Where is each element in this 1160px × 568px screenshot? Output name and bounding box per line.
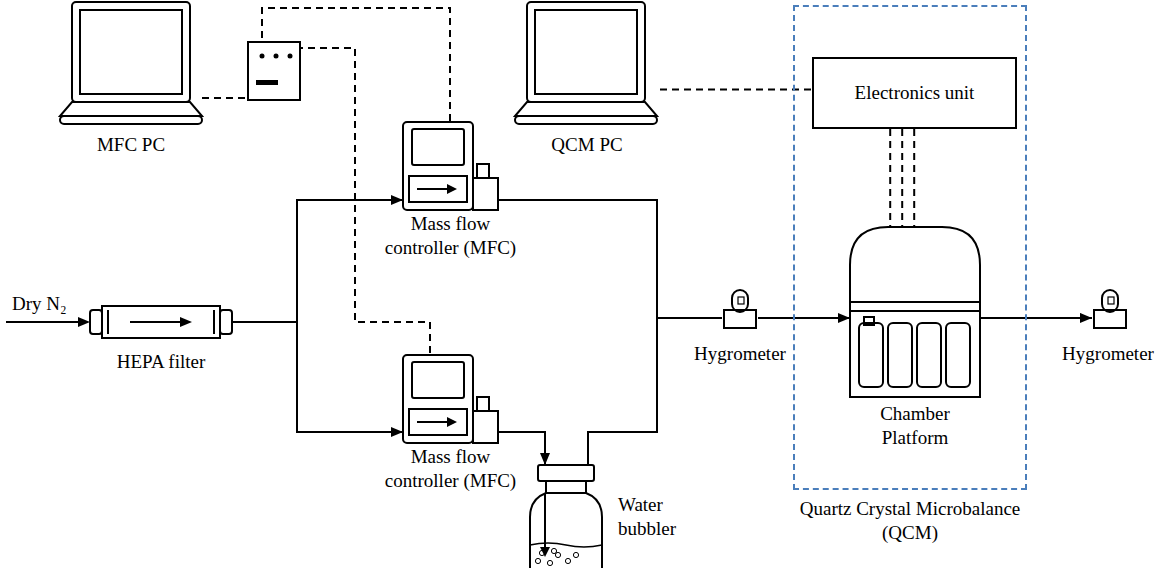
hepa-drawing [90,302,232,342]
node-label: Water bubbler [618,493,698,541]
hygrometer-icon: Hygrometer [722,290,758,340]
junction-dot [260,54,265,59]
chamber-icon: Chamber Platform [850,227,980,397]
filter-icon: HEPA filter [90,302,232,342]
hygrometer-icon: Hygrometer [1092,290,1128,340]
signal-line [202,48,430,355]
node-label: Chamber Platform [865,402,965,450]
gas-line [232,200,403,322]
junction-dot [288,54,293,59]
hyg-drawing [1092,290,1128,340]
junction-port [256,80,278,85]
gas-line [588,318,722,465]
laptop-drawing [60,0,202,128]
connector-path [980,317,1092,319]
node-label: Mass flow controller (MFC) [373,445,528,493]
inlet-line [6,321,78,323]
qcm-region: Quartz Crystal Microbalance (QCM)Electro… [793,5,1027,490]
laptop-icon: QCM PC [515,0,660,128]
junction-dot [274,54,279,59]
node-label: Hygrometer [1048,342,1160,366]
laptop-icon: MFC PC [60,0,202,128]
connector-path [588,318,722,465]
node-label: Quartz Crystal Microbalance (QCM) [770,497,1050,545]
mfc-drawing [403,355,498,443]
connector-path [889,129,891,227]
connector-path [901,129,903,227]
mfc-icon: Mass flow controller (MFC) [403,122,498,210]
node-label: Mass flow controller (MFC) [373,212,528,260]
connector-path [758,317,850,319]
gas-line [980,317,1092,318]
connector-path [202,48,430,355]
node-label: HEPA filter [80,350,242,374]
connector-path [232,322,403,432]
connector-path [498,432,545,465]
gas-line [232,322,403,432]
signal-line [202,8,450,122]
connector-path [660,89,812,91]
bubbler-drawing [528,465,604,568]
gas-line [498,432,545,465]
unit-box: Electronics unit [812,57,1017,129]
signal-line [890,129,914,227]
bubbler-icon: Water bubbler [528,465,604,568]
junction-box [248,42,300,100]
mfc-icon: Mass flow controller (MFC) [403,355,498,443]
connector-path [202,8,450,122]
connector-path [913,129,915,227]
mfc-drawing [403,122,498,210]
gas-label: Dry N₂ [12,293,67,316]
node-label: Hygrometer [680,342,800,366]
node-label: MFC PC [51,133,211,157]
gas-line [758,318,850,319]
connector-path [498,200,722,318]
laptop-drawing [515,0,660,128]
gas-line [498,200,722,318]
chamber-drawing [850,227,980,397]
node-label: Electronics unit [855,81,975,105]
node-label: QCM PC [507,133,667,157]
connector-path [232,200,403,322]
signal-line [660,89,812,90]
hyg-drawing [722,290,758,340]
inlet-arrowhead [78,317,90,327]
